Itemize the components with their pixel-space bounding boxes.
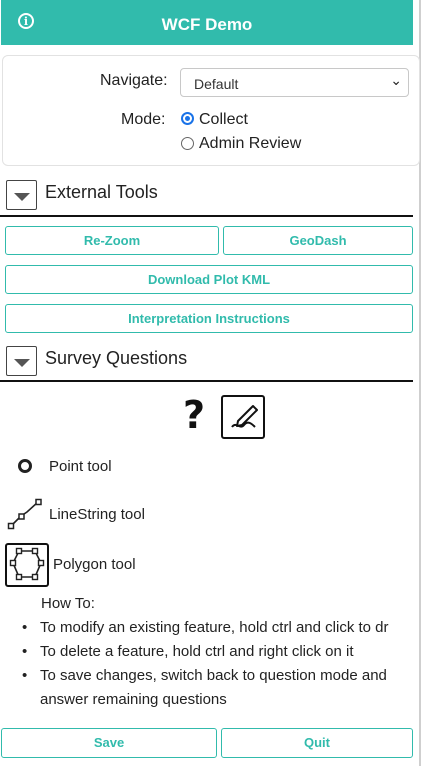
scrollbar[interactable] [413, 0, 422, 766]
draw-icon[interactable] [221, 395, 265, 439]
list-item: To save changes, switch back to question… [22, 664, 420, 712]
chevron-down-icon: ⌄ [390, 72, 402, 88]
mode-admin-review-label[interactable]: Admin Review [199, 135, 302, 152]
question-icon[interactable]: ? [182, 393, 206, 437]
quit-button[interactable]: Quit [221, 728, 413, 758]
survey-questions-title: Survey Questions [45, 348, 188, 368]
navigate-select[interactable]: Default ⌄ [180, 68, 409, 97]
howto-title: How To: [41, 595, 95, 612]
info-icon[interactable]: i [18, 13, 34, 29]
point-tool-label[interactable]: Point tool [49, 458, 112, 475]
mode-collect-label[interactable]: Collect [199, 111, 248, 128]
navigate-selected-value: Default [194, 76, 239, 92]
mode-admin-review-radio[interactable] [181, 137, 194, 150]
polygon-tool-button[interactable] [5, 543, 49, 587]
external-tools-collapse-button[interactable] [6, 180, 37, 210]
polygon-icon [9, 547, 45, 581]
save-button[interactable]: Save [1, 728, 217, 758]
divider [0, 380, 413, 382]
external-tools-title: External Tools [45, 182, 158, 202]
divider [0, 215, 413, 217]
download-plot-kml-button[interactable]: Download Plot KML [5, 265, 413, 294]
polygon-tool-label[interactable]: Polygon tool [53, 556, 136, 573]
survey-questions-collapse-button[interactable] [6, 346, 37, 376]
howto-list: To modify an existing feature, hold ctrl… [22, 616, 422, 712]
app-title: WCF Demo [161, 15, 253, 34]
point-tool-icon[interactable] [18, 459, 32, 473]
title-bar: i WCF Demo [1, 0, 413, 45]
linestring-tool-label[interactable]: LineString tool [49, 506, 145, 523]
list-item: To modify an existing feature, hold ctrl… [22, 616, 422, 640]
navigate-label: Navigate: [100, 72, 168, 89]
re-zoom-button[interactable]: Re-Zoom [5, 226, 219, 255]
mode-collect-radio[interactable] [181, 112, 194, 125]
linestring-tool-icon[interactable] [7, 497, 43, 531]
geodash-button[interactable]: GeoDash [223, 226, 413, 255]
mode-label: Mode: [121, 111, 166, 128]
list-item: To delete a feature, hold ctrl and right… [22, 640, 422, 664]
interpretation-instructions-button[interactable]: Interpretation Instructions [5, 304, 413, 333]
